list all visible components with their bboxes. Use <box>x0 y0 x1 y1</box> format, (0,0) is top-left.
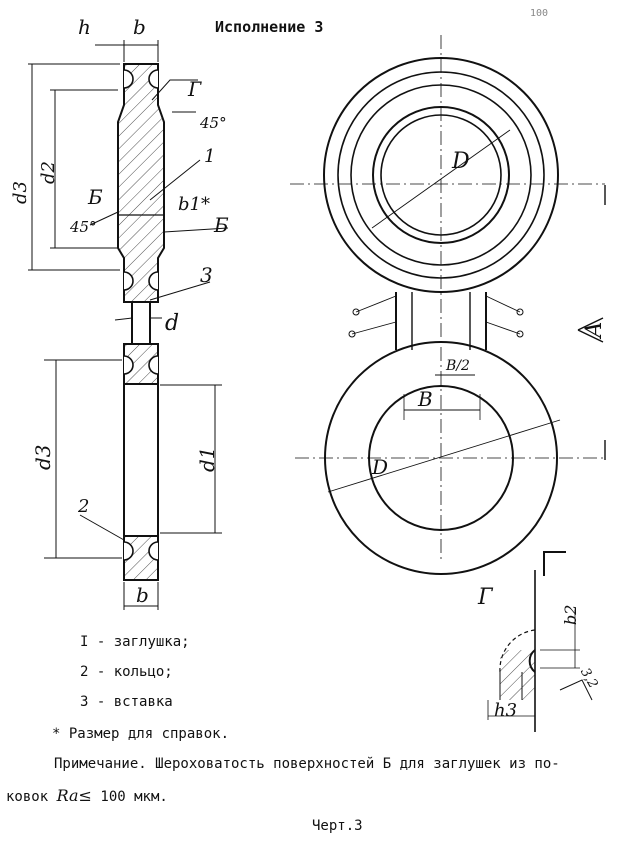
legend-item: 3 - вставка <box>80 694 380 724</box>
label-B-lat: B <box>417 387 433 411</box>
detail-view <box>487 551 593 732</box>
legend-num: I <box>80 634 89 650</box>
section-plug <box>117 63 165 303</box>
legend-num: 2 <box>80 664 89 680</box>
section-ring <box>123 343 159 581</box>
plan-view <box>290 35 606 575</box>
label-gamma: Г <box>187 77 202 101</box>
label-45-top: 45° <box>199 114 227 132</box>
legend-text: - кольцо; <box>96 664 173 680</box>
label-d3-bottom: d3 <box>31 444 55 470</box>
label-gamma-detail: Г <box>477 585 494 610</box>
label-d2: d2 <box>38 161 59 184</box>
legend-num: 3 <box>80 694 89 710</box>
label-h: h <box>78 15 91 39</box>
label-b-top: b <box>133 15 146 39</box>
label-b2: b2 <box>561 605 580 625</box>
legend-item: I - заглушка; <box>80 634 380 664</box>
insert-outline <box>131 301 151 345</box>
label-B-cyr-left: Б <box>87 185 103 209</box>
plug-outline <box>117 63 165 303</box>
dimensions-left <box>28 40 229 610</box>
label-one: 1 <box>204 146 215 167</box>
note-line-1: Примечание. Шероховатость поверхностей Б… <box>54 756 560 772</box>
label-D-top: D <box>451 149 470 174</box>
plug-groove-bottom <box>123 271 159 291</box>
label-A: А <box>582 321 607 340</box>
label-d3-top: d3 <box>10 181 31 204</box>
note-line-2: ковок Ra≤ 100 мкм. <box>6 786 168 805</box>
note-star: * Размер для справок. <box>52 726 230 742</box>
label-b1: b1* <box>178 194 210 215</box>
label-two: 2 <box>77 496 89 517</box>
ring-groove-top <box>123 355 159 375</box>
plug-groove-top <box>123 69 159 89</box>
label-d1: d1 <box>195 446 219 472</box>
label-b-bottom: b <box>136 583 149 607</box>
label-d: d <box>165 311 179 336</box>
label-B-cyr-right: Б <box>213 213 229 237</box>
legend-item: 2 - кольцо; <box>80 664 380 694</box>
ring-body <box>123 383 159 537</box>
note-line-2-value: 100 мкм. <box>100 789 168 805</box>
note-line-2-prefix: ковок <box>6 789 49 805</box>
page-title: Исполнение 3 <box>215 18 324 36</box>
label-45-bottom: 45° <box>69 218 97 236</box>
legend-text: - заглушка; <box>96 634 190 650</box>
legend-text: - вставка <box>96 694 173 710</box>
drawing-labels: h b Г 45° 1 d3 d2 Б b1* 45° Б 3 d d3 d1 … <box>10 15 607 721</box>
label-B-half: B/2 <box>445 358 470 374</box>
section-insert <box>131 301 151 345</box>
label-D-bottom: D <box>371 455 388 479</box>
label-three: 3 <box>200 263 213 287</box>
ring-groove-bottom <box>123 541 159 561</box>
legend: I - заглушка; 2 - кольцо; 3 - вставка <box>80 634 380 724</box>
note-ra-symbol: Ra≤ <box>56 786 92 805</box>
corner-mark: 100 <box>530 8 549 19</box>
figure-caption: Черт.3 <box>312 818 363 834</box>
label-roughness: 3,2 <box>577 666 600 691</box>
label-h3: h3 <box>494 700 517 721</box>
